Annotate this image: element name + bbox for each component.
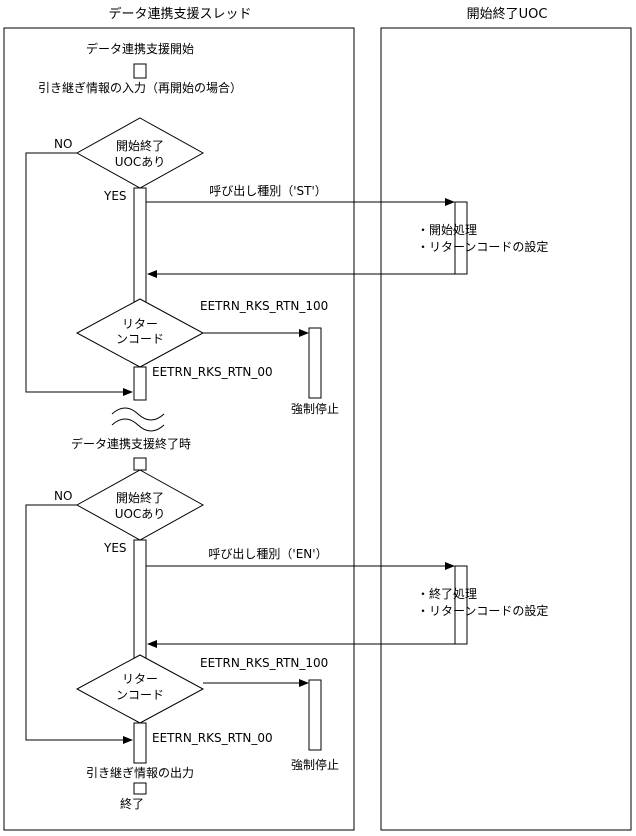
decision2-line2: UOCあり: [115, 507, 166, 521]
return1-rtn100-label: EETRN_RKS_RTN_100: [200, 299, 328, 313]
return1-line2: ンコード: [116, 332, 164, 346]
uoc-end-line2: ・リターンコードの設定: [417, 603, 548, 618]
decision1-yes-label: YES: [103, 189, 127, 203]
right-lane-frame: [380, 27, 632, 831]
forced-stop-bar-2: [308, 679, 322, 751]
forced-stop-label-1: 強制停止: [291, 401, 339, 416]
handover-input-label: 引き継ぎ情報の入力（再開始の場合）: [38, 80, 242, 95]
time-break-wave-2: [111, 418, 165, 432]
time-break-wave-1: [111, 407, 165, 421]
decision2-yes-label: YES: [103, 541, 127, 555]
uoc-start-line2: ・リターンコードの設定: [417, 239, 548, 254]
return2-rtn00-label: EETRN_RKS_RTN_00: [152, 731, 273, 745]
uoc-end-line1: ・終了処理: [417, 586, 477, 601]
uoc-start-line1: ・開始処理: [417, 223, 477, 237]
right-lane-title: 開始終了UOC: [467, 6, 548, 22]
return2-rtn100-label: EETRN_RKS_RTN_100: [200, 656, 328, 670]
end-lifeline-stub: [133, 782, 147, 795]
thread-lifeline-4: [133, 722, 147, 764]
forced-stop-label-2: 強制停止: [291, 757, 339, 772]
start-lifeline-stub: [133, 63, 147, 79]
thread-lifeline-3: [133, 539, 147, 663]
left-lane-frame: [3, 27, 355, 831]
uoc-end-activation: [454, 565, 468, 645]
call-start-label: 呼び出し種別（'ST'）: [209, 184, 327, 198]
thread-lifeline-1: [133, 187, 147, 315]
decision2-no-path: [25, 504, 133, 744]
decision1-line2: UOCあり: [115, 155, 166, 169]
return1-line1: リター: [122, 317, 158, 331]
end-section-label: データ連携支援終了時: [71, 436, 191, 451]
handover-output-label: 引き継ぎ情報の出力: [86, 765, 194, 780]
decision1-no-path: [25, 152, 133, 396]
start-label: データ連携支援開始: [86, 41, 194, 56]
return1-rtn00-label: EETRN_RKS_RTN_00: [152, 365, 273, 379]
end-label: 終了: [120, 796, 144, 811]
uoc-start-activation: [454, 201, 468, 275]
decision-uoc-exists-1: [75, 117, 205, 189]
decision2-line1: 開始終了: [116, 490, 164, 505]
return2-line2: ンコード: [116, 688, 164, 702]
call-end-label: 呼び出し種別（'EN'）: [208, 547, 327, 561]
thread-lifeline-2: [133, 366, 147, 401]
left-lane-title: データ連携支援スレッド: [108, 6, 251, 22]
forced-stop-bar-1: [308, 327, 322, 399]
return2-line1: リター: [122, 672, 158, 686]
decision-uoc-exists-2: [75, 469, 205, 541]
end-section-lifeline-stub: [133, 457, 147, 471]
decision2-no-label: NO: [54, 489, 72, 503]
decision1-no-label: NO: [54, 137, 72, 151]
decision1-line1: 開始終了: [116, 138, 164, 153]
